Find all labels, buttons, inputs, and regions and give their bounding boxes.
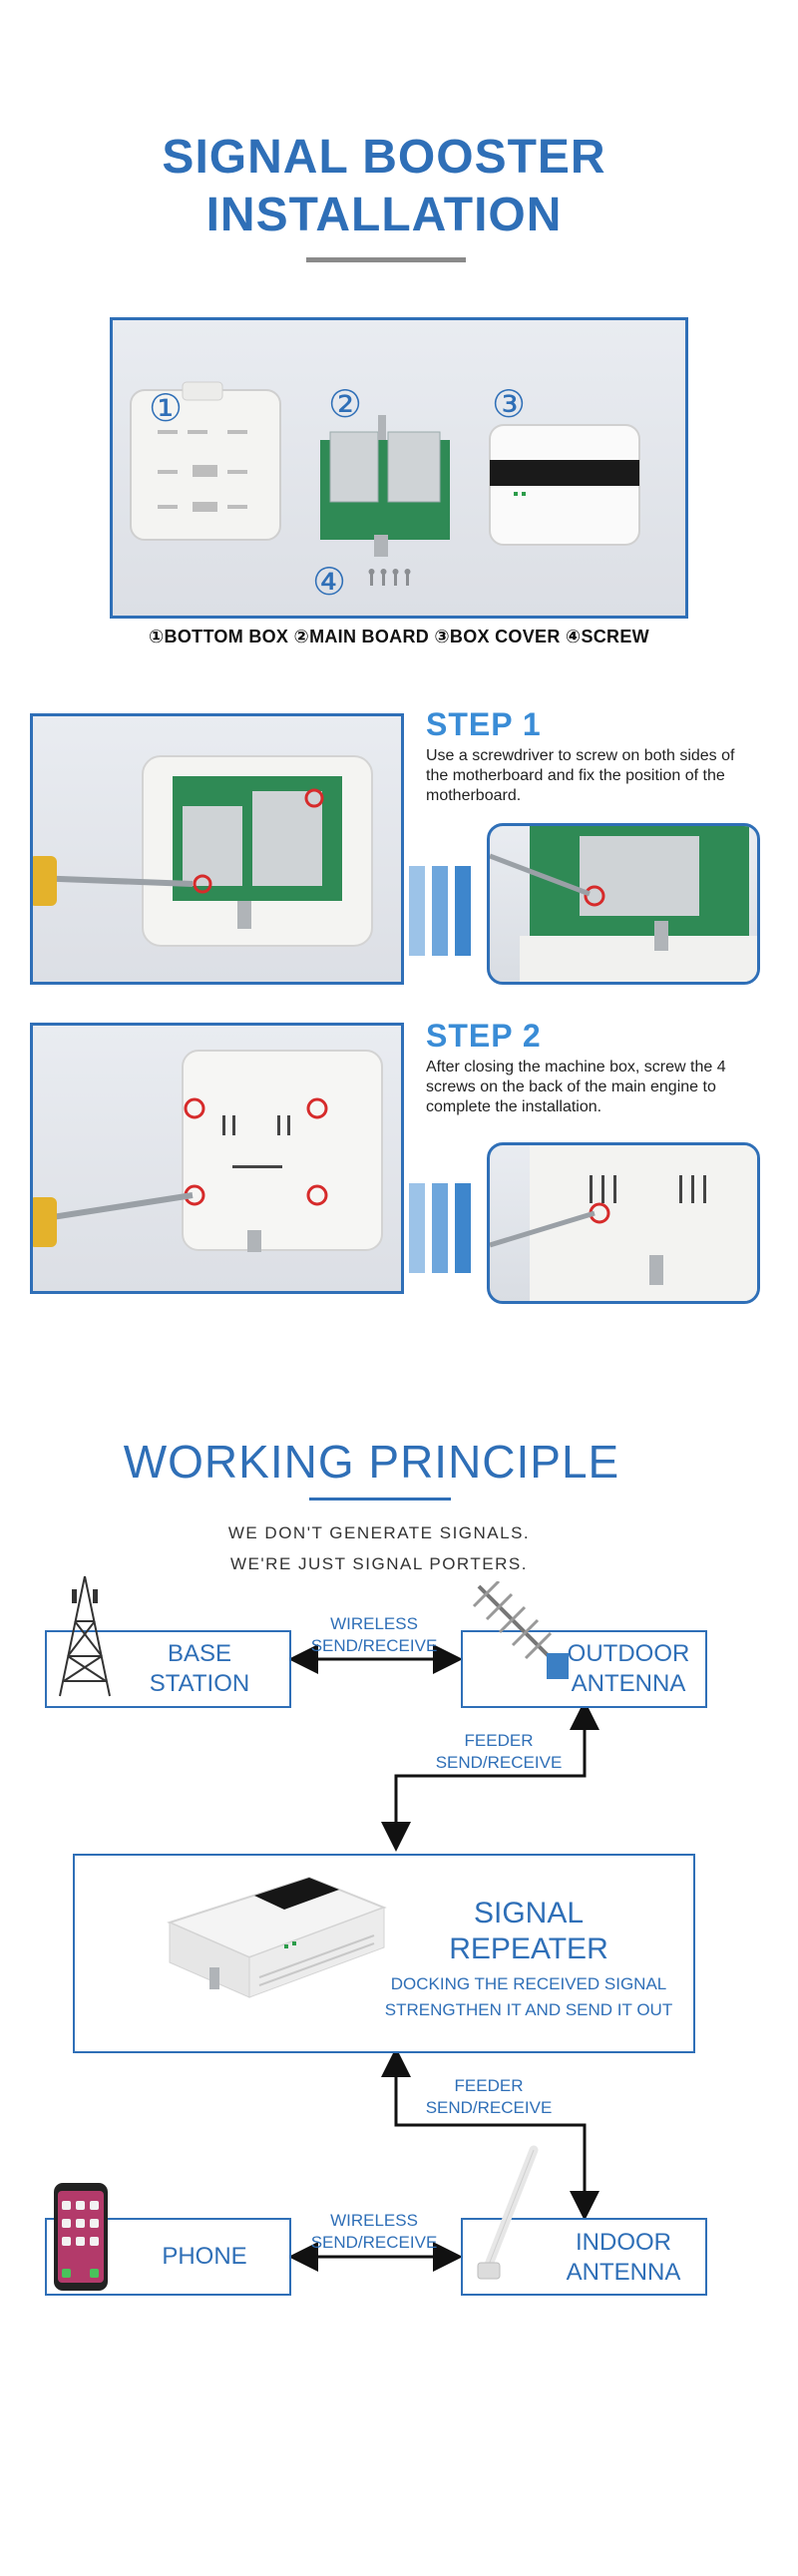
- yagi-antenna-icon: [472, 1581, 569, 1679]
- step2-photo-main: [30, 1023, 404, 1294]
- step1-photo-main: [30, 713, 404, 985]
- step2-photo-detail: [487, 1142, 760, 1304]
- parts-photo: ① ② ③ ④: [110, 317, 688, 619]
- base-station-label: BASE STATION: [149, 1640, 250, 1697]
- outdoor-antenna-box: [461, 1630, 707, 1708]
- signal-repeater-title: SIGNAL REPEATER: [449, 1897, 608, 1965]
- screws-icon: [368, 569, 411, 586]
- marker-2: ②: [328, 384, 363, 426]
- main-board-icon: [320, 415, 450, 557]
- step1-description: Use a screwdriver to screw on both sides…: [426, 747, 735, 804]
- wireless-label-1: WIRELESS SEND/RECEIVE: [310, 1614, 438, 1655]
- screw-mark-icon: [304, 788, 324, 808]
- marker-3: ③: [492, 384, 527, 426]
- working-principle-title: WORKING PRINCIPLE: [123, 1436, 620, 1488]
- step1-photo-detail: [487, 823, 760, 985]
- bottom-box-icon: [130, 381, 281, 541]
- indoor-antenna-label: INDOOR ANTENNA: [566, 2229, 681, 2286]
- installation-title-line2: INSTALLATION: [205, 189, 563, 241]
- step2-divider-bars: [409, 1183, 478, 1278]
- tagline-2: WE'RE JUST SIGNAL PORTERS.: [230, 1554, 528, 1573]
- feeder-arrow-2: [394, 2055, 599, 2221]
- step1-title: STEP 1: [426, 706, 542, 742]
- box-cover-icon: [489, 424, 640, 546]
- marker-4: ④: [312, 562, 347, 604]
- step1-divider-bars: [409, 866, 478, 961]
- wireless-label-2: WIRELESS SEND/RECEIVE: [310, 2211, 438, 2252]
- title-divider: [306, 257, 466, 262]
- installation-title-line1: SIGNAL BOOSTER: [162, 131, 606, 184]
- tagline-1: WE DON'T GENERATE SIGNALS.: [227, 1523, 531, 1542]
- step2-title: STEP 2: [426, 1018, 542, 1054]
- feeder-label-1: FEEDER SEND/RECEIVE: [435, 1731, 563, 1772]
- cell-tower-icon: [59, 1575, 111, 1697]
- screwdriver-icon: [33, 1197, 57, 1247]
- signal-repeater-description: DOCKING THE RECEIVED SIGNAL STRENGTHEN I…: [384, 1974, 673, 2019]
- working-title-divider: [309, 1498, 451, 1501]
- feeder-arrow-1: [381, 1708, 587, 1852]
- step2-description: After closing the machine box, screw the…: [426, 1059, 726, 1115]
- phone-label: PHONE: [162, 2243, 247, 2270]
- indoor-antenna-icon: [477, 2145, 539, 2280]
- parts-illustration: [130, 381, 640, 586]
- repeater-device-icon: [167, 1876, 387, 1998]
- marker-1: ①: [149, 388, 184, 430]
- outdoor-antenna-label: OUTDOOR ANTENNA: [567, 1640, 690, 1697]
- flow-diagram: [288, 1644, 599, 2272]
- screwdriver-icon: [33, 856, 57, 906]
- smartphone-icon: [54, 2183, 108, 2291]
- parts-caption: ①BOTTOM BOX ②MAIN BOARD ③BOX COVER ④SCRE…: [149, 627, 649, 646]
- feeder-label-2: FEEDER SEND/RECEIVE: [425, 2076, 553, 2117]
